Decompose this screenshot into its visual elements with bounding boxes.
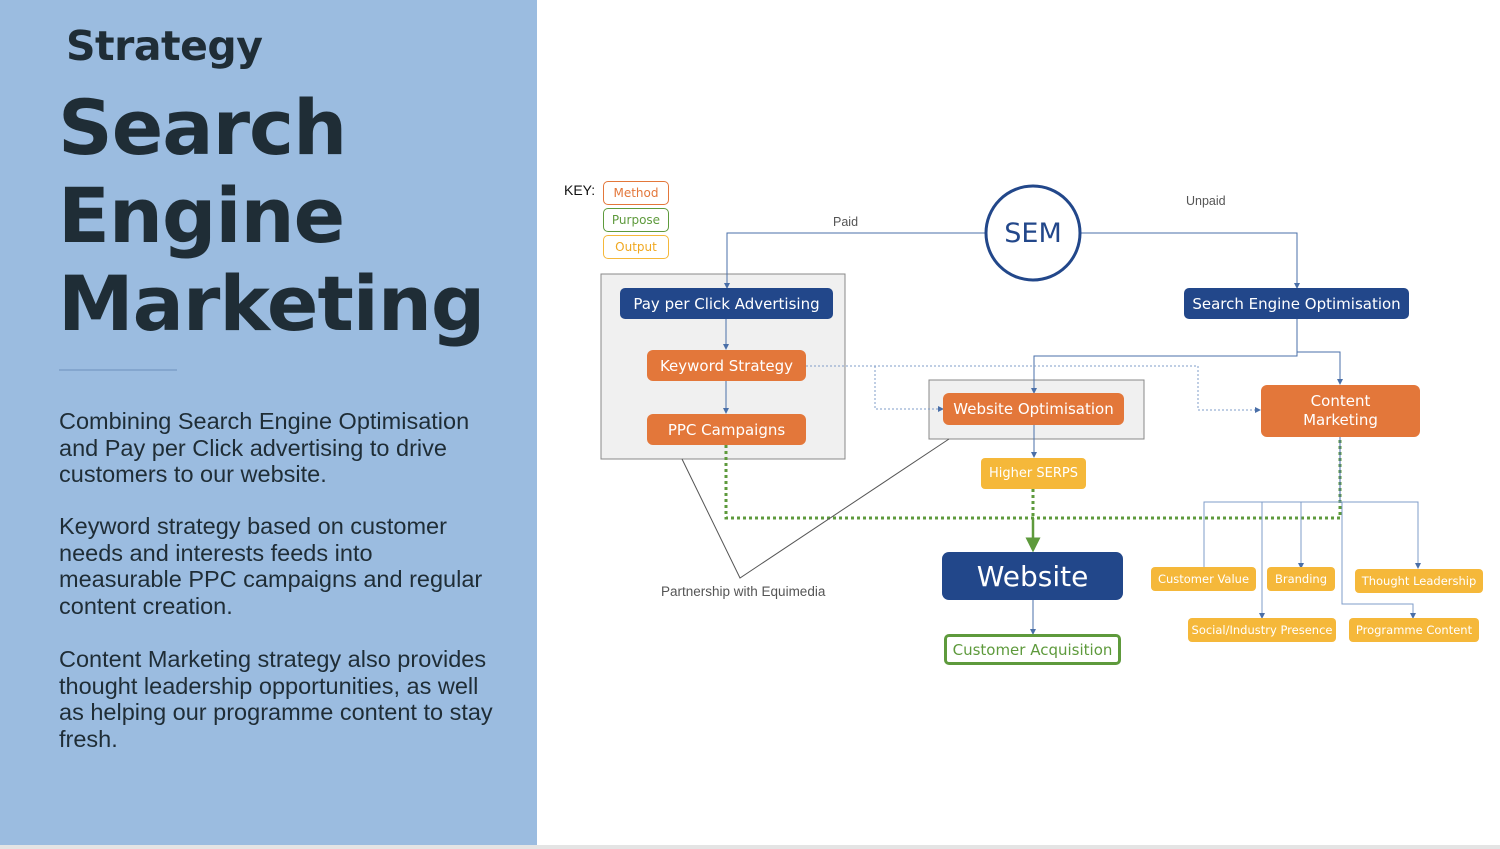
paragraph-keyword: Keyword strategy based on customer needs… <box>59 513 483 619</box>
programme-content-node: Programme Content <box>1349 618 1479 642</box>
higher-serps-node: Higher SERPS <box>981 458 1086 489</box>
partnership-connector <box>681 438 950 579</box>
social-presence-node: Social/Industry Presence <box>1188 618 1336 642</box>
website-optimisation-node: Website Optimisation <box>943 393 1124 425</box>
keyword-strategy-node: Keyword Strategy <box>647 350 806 381</box>
paragraph-content: Content Marketing strategy also provides… <box>59 646 493 752</box>
paid-label: Paid <box>833 215 859 229</box>
key-method: Method <box>603 181 669 205</box>
paid-connector <box>724 232 986 289</box>
title-line: Marketing <box>58 259 485 348</box>
ppc-advertising-node: Pay per Click Advertising <box>620 288 833 319</box>
partnership-label: Partnership with Equimedia <box>661 584 826 599</box>
unpaid-connector <box>1080 232 1300 289</box>
branding-node: Branding <box>1267 567 1335 591</box>
key-purpose: Purpose <box>603 208 669 232</box>
key-output: Output <box>603 235 669 259</box>
title-line: Search <box>58 83 347 172</box>
ppc-campaigns-node: PPC Campaigns <box>647 414 806 445</box>
sem-node: SEM <box>1004 217 1062 249</box>
key-label: KEY: <box>564 182 596 198</box>
unpaid-label: Unpaid <box>1186 194 1226 208</box>
content-marketing-node: Content Marketing <box>1261 385 1420 437</box>
website-node: Website <box>942 552 1123 600</box>
title-line: Engine <box>58 171 345 260</box>
divider <box>59 369 177 371</box>
left-panel: Strategy Search Engine Marketing Combini… <box>0 0 537 845</box>
bottom-border <box>0 845 1500 849</box>
sem-circle <box>984 184 1082 282</box>
paragraph-intro: Combining Search Engine Optimisation and… <box>59 408 470 487</box>
customer-value-node: Customer Value <box>1151 567 1256 591</box>
section-subtitle: Strategy <box>66 22 263 70</box>
customer-acquisition-node: Customer Acquisition <box>944 634 1121 665</box>
page-title: Search Engine Marketing <box>58 83 485 348</box>
thought-leadership-node: Thought Leadership <box>1355 569 1483 593</box>
seo-node: Search Engine Optimisation <box>1184 288 1409 319</box>
